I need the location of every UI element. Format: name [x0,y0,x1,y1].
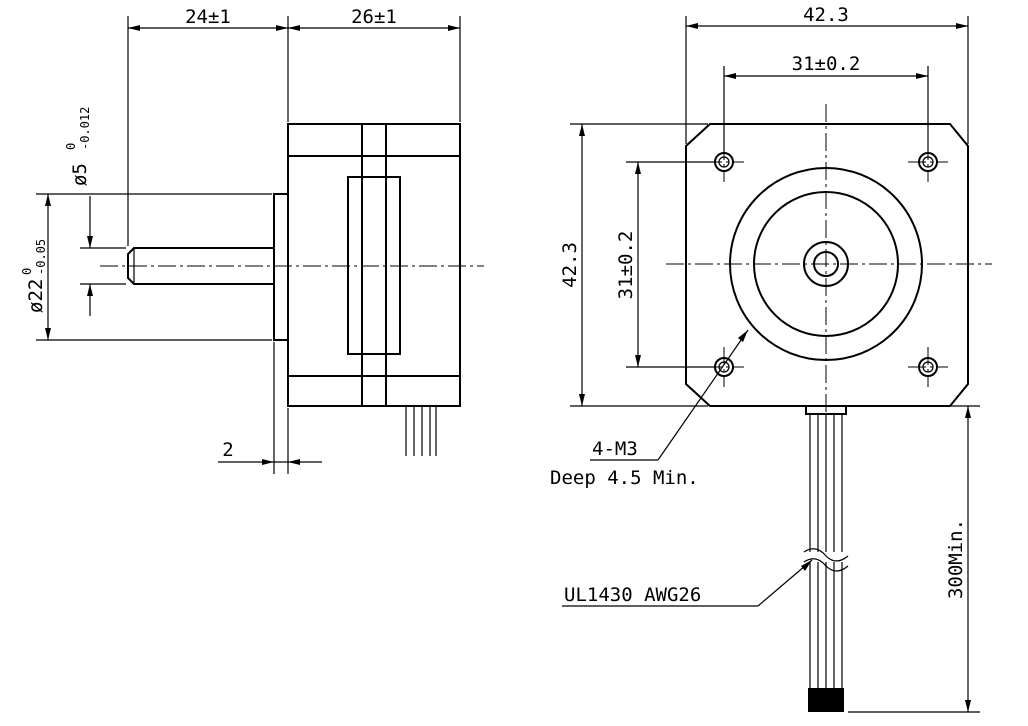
body-middle-ring [361,123,387,407]
motor-body-outline [287,123,461,407]
dim-flange-thickness: 2 [222,439,233,461]
front-view: 42.3 31±0.2 42.3 31±0.2 4-M3 Deep 4.5 Mi… [550,4,992,713]
dim-hole-spacing-h: 31±0.2 [792,53,861,75]
side-lead-wires [405,406,437,456]
cable-end-strands [808,688,844,712]
mounting-hole [908,347,948,387]
dim-pilot-tolerance-upper: 0 [20,268,34,275]
dim-height: 42.3 [559,242,581,288]
pilot-boss [273,193,289,341]
dim-shaft-tolerance-lower: -0.012 [78,107,92,150]
dim-cable-length: 300Min. [945,519,967,599]
side-view: 24±1 26±1 2 ø22 0 -0.05 ø5 0 [20,6,484,474]
dim-pilot-diameter: ø22 [25,279,47,313]
cable-wires [803,414,849,688]
leader-mounting-holes [657,329,749,461]
dim-shaft-diameter: ø5 [69,163,91,186]
dim-width: 42.3 [803,4,849,26]
label-hole-depth: Deep 4.5 Min. [550,467,699,489]
dim-shaft-tolerance-upper: 0 [64,143,78,150]
dim-shaft-length: 24±1 [185,6,231,28]
label-cable-spec: UL1430 AWG26 [564,584,701,606]
shaft [127,247,274,285]
dim-hole-spacing-v: 31±0.2 [615,231,637,300]
dim-body-length: 26±1 [351,6,397,28]
dim-pilot-tolerance-lower: -0.05 [34,239,48,275]
label-mounting-holes: 4-M3 [592,438,638,460]
